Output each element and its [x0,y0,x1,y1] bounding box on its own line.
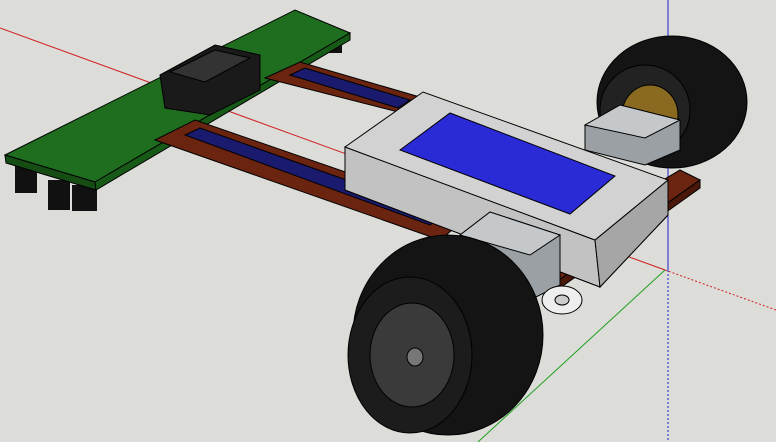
rear-wheel [583,35,748,169]
green-axis [477,269,666,442]
red-axis-dotted [664,269,776,311]
lcd-screen [398,112,616,215]
header-connector [159,44,261,116]
front-wheel [347,234,544,436]
